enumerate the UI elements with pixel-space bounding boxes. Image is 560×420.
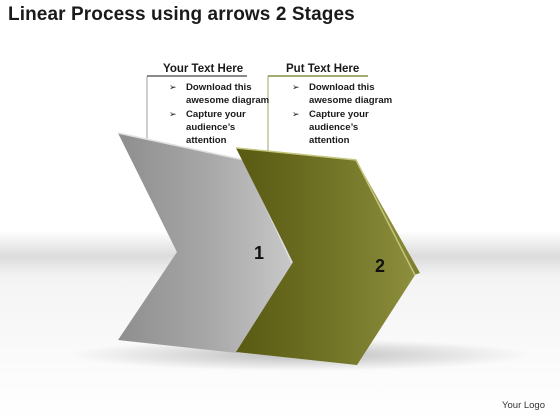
- stage-2-bullets: ➢ Download this awesome diagram ➢ Captur…: [286, 81, 392, 147]
- stage-1-bullets: ➢ Download this awesome diagram ➢ Captur…: [163, 81, 269, 147]
- stage-2-number: 2: [375, 256, 385, 276]
- list-item: ➢ Download this awesome diagram: [292, 82, 393, 106]
- arrow-bullet-icon: ➢: [169, 109, 177, 119]
- arrow-2-highlight: [235, 147, 416, 276]
- logo-placeholder: Your Logo: [502, 400, 545, 411]
- arrow-bullet-icon: ➢: [292, 82, 300, 92]
- stage-2-heading: Put Text Here: [286, 63, 360, 75]
- stage-2-callout: Put Text Here ➢ Download this awesome di…: [286, 63, 392, 148]
- stage-1-callout: Your Text Here ➢ Download this awesome d…: [163, 63, 269, 148]
- stage-1-heading: Your Text Here: [163, 63, 244, 75]
- list-item: ➢ Capture your audience’s attention: [292, 109, 369, 146]
- arrow-1-face: [118, 133, 292, 353]
- arrow-bullet-icon: ➢: [169, 82, 177, 92]
- list-item: ➢ Capture your audience’s attention: [169, 109, 246, 146]
- arrow-2-face: [236, 148, 415, 365]
- stage-1-number: 1: [254, 243, 264, 263]
- arrow-stage-2: [235, 147, 420, 365]
- list-item: ➢ Download this awesome diagram: [169, 82, 270, 106]
- page-title: Linear Process using arrows 2 Stages: [8, 4, 355, 25]
- arrow-bullet-icon: ➢: [292, 109, 300, 119]
